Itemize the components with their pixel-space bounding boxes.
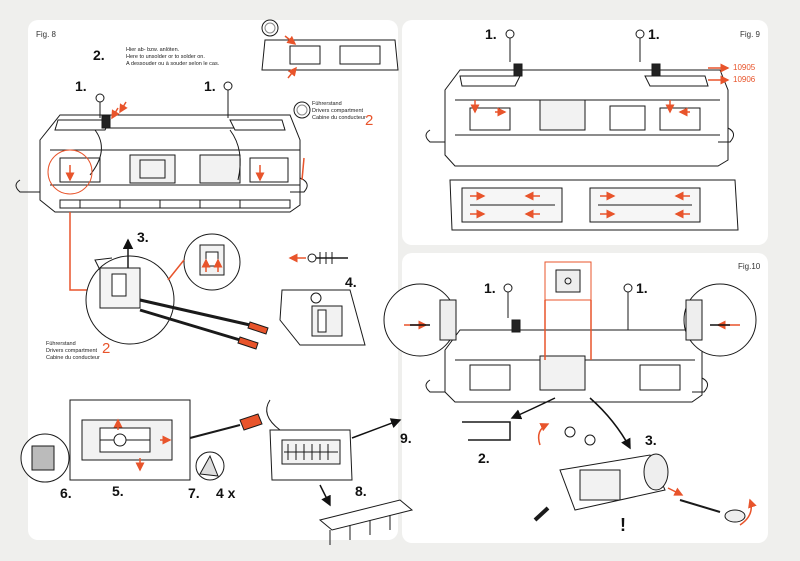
fig8-step8: 8. [355, 483, 367, 499]
cab-bottom-fr: Cabine du conducteur [46, 355, 100, 361]
fig8-chassis [15, 81, 308, 213]
fig8-cab-bottom-note: Führerstand Drivers compartment Cabine d… [46, 341, 100, 362]
fig8-step7-count: 4 x [216, 485, 236, 501]
fig8-cab-top-number: 2 [365, 112, 374, 129]
fig8-step3-detail [85, 233, 269, 350]
fig9-chassis [425, 29, 739, 231]
fig8-cab-top-note: Führerstand Drivers compartment Cabine d… [312, 101, 366, 122]
fig8-step7: 7. [188, 485, 200, 501]
fig9-legend-2: 10906 [733, 75, 756, 84]
fig8-step6: 6. [60, 485, 72, 501]
fig8-cab-circle [47, 149, 93, 195]
fig8-step5-detail [20, 399, 263, 483]
cab-top-en: Drivers compartment [312, 108, 364, 114]
fig8-label: Fig. 8 [36, 30, 57, 39]
fig8-step2-note: Hier ab- bzw. anlöten. Here to unsolder … [126, 47, 219, 68]
fig10-step2: 2. [478, 450, 490, 466]
cab-bottom-en: Drivers compartment [46, 348, 98, 354]
fig8-step9: 9. [400, 430, 412, 446]
fig9-step1-right: 1. [648, 26, 660, 42]
fig8-orange-arrows [65, 101, 305, 291]
cab-top-fr: Cabine du conducteur [312, 115, 366, 121]
fig8-step4: 4. [345, 274, 357, 290]
fig8-step2-note-de: Hier ab- bzw. anlöten. [126, 47, 180, 53]
fig8-step3: 3. [137, 229, 149, 245]
fig8-step4-detail [279, 252, 366, 346]
fig9-legend-1: 10905 [733, 63, 756, 72]
fig10-warning: ! [620, 515, 626, 535]
fig9-label: Fig. 9 [740, 30, 761, 39]
fig8-step2-note-fr: A dessouder ou à souder selon le cas. [126, 61, 220, 67]
fig9-step1-left: 1. [485, 26, 497, 42]
fig10-step1-right: 1. [636, 280, 648, 296]
cab-top-de: Führerstand [312, 101, 342, 107]
fig8-step2: 2. [93, 47, 105, 63]
fig10-step1-left: 1. [484, 280, 496, 296]
fig8-step2-note-en: Here to unsolder or to solder on. [126, 54, 205, 60]
fig8-step5: 5. [112, 483, 124, 499]
fig8-step1-right: 1. [204, 78, 216, 94]
cab-bottom-de: Führerstand [46, 341, 76, 347]
fig8-step1-left: 1. [75, 78, 87, 94]
fig8-step8-detail [266, 399, 414, 545]
fig8-cab-bottom-number: 2 [102, 340, 111, 357]
fig10-step3: 3. [645, 432, 657, 448]
fig10-chassis [383, 261, 757, 523]
fig10-label: Fig.10 [738, 262, 761, 271]
fig8-small-chassis [261, 19, 399, 119]
